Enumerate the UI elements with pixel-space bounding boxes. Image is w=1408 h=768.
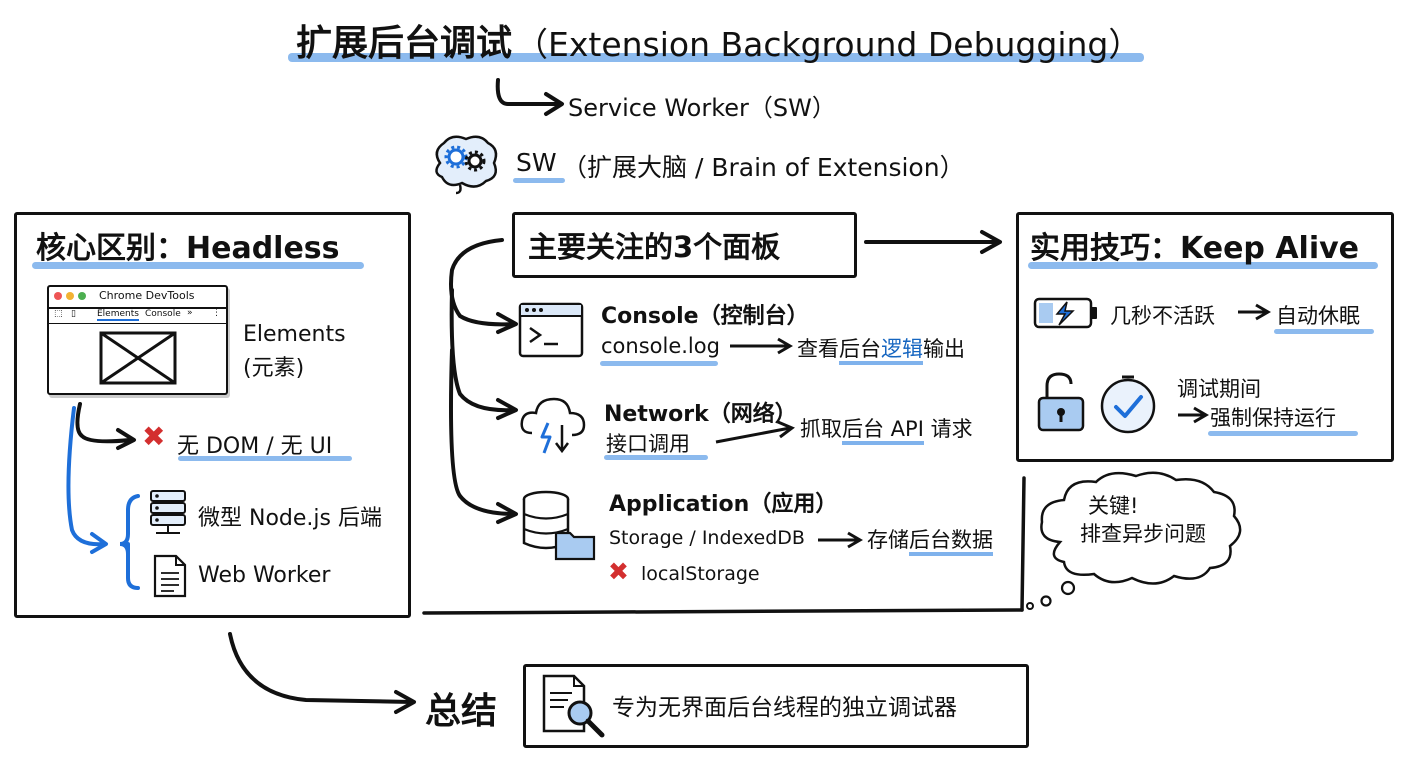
network-desc-a: 抓取 bbox=[800, 417, 842, 441]
service-worker-arrow bbox=[495, 78, 564, 116]
thought-cloud bbox=[1026, 471, 1242, 610]
console-desc-a: 查看 bbox=[797, 337, 839, 361]
keep-arrow bbox=[1178, 406, 1209, 424]
console-arrow bbox=[730, 337, 793, 355]
console-title: Console（控制台） bbox=[601, 304, 809, 329]
minimize-dot-icon bbox=[66, 292, 74, 300]
local-storage-cross-icon: ✖ bbox=[608, 557, 629, 586]
close-dot-icon bbox=[54, 292, 62, 300]
document-search-icon bbox=[542, 674, 605, 738]
network-desc-c: 请求 bbox=[923, 417, 973, 441]
force-keep-label: 强制保持运行 bbox=[1210, 406, 1336, 430]
web-worker-label: Web Worker bbox=[198, 563, 331, 588]
application-arrow bbox=[818, 531, 863, 549]
panels-title: 主要关注的3个面板 bbox=[528, 230, 781, 264]
no-dom-label: 无 DOM / 无 UI bbox=[177, 434, 333, 459]
summary-box bbox=[523, 664, 1029, 748]
inactive-arrow bbox=[1238, 303, 1271, 321]
network-arrow bbox=[715, 420, 795, 444]
local-storage-label: localStorage bbox=[641, 563, 760, 585]
elements-cn-label: (元素) bbox=[243, 356, 305, 381]
terminal-icon bbox=[518, 302, 584, 358]
cloud-line1: 关键! bbox=[1088, 494, 1139, 518]
cloud-network-icon bbox=[520, 397, 586, 454]
maximize-dot-icon bbox=[78, 292, 86, 300]
clock-check-icon bbox=[1100, 375, 1156, 434]
console-desc: 查看后台逻辑输出 bbox=[797, 333, 965, 365]
brain-gear-icon bbox=[435, 135, 498, 195]
summary-arrow bbox=[228, 632, 416, 714]
micro-node-label: 微型 Node.js 后端 bbox=[198, 506, 382, 531]
page-title-cn: 扩展后台调试 bbox=[296, 23, 513, 64]
application-storage: Storage / IndexedDB bbox=[609, 527, 805, 549]
device-icon: ▯ bbox=[71, 309, 76, 319]
console-desc-c: 逻辑 bbox=[881, 337, 923, 365]
panels-title-box bbox=[512, 212, 857, 278]
kebab-menu-icon[interactable]: ⋮ bbox=[212, 308, 221, 318]
summary-label: 总结 bbox=[425, 691, 498, 732]
application-desc: 存储后台数据 bbox=[867, 524, 993, 556]
empty-panel-cross-icon bbox=[99, 331, 177, 385]
headless-panel bbox=[14, 212, 411, 618]
elements-label: Elements bbox=[243, 322, 346, 347]
page-title-en: （Extension Background Debugging） bbox=[515, 25, 1142, 64]
network-title: Network（网络） bbox=[604, 402, 797, 427]
sw-label: SW bbox=[516, 148, 557, 177]
console-desc-b: 后台 bbox=[839, 337, 881, 365]
network-sub: 接口调用 bbox=[606, 432, 690, 456]
sw-brain-label: （扩展大脑 / Brain of Extension） bbox=[562, 153, 965, 182]
devtools-window: Chrome DevTools ⬚ ▯ Elements Console » ⋮ bbox=[47, 285, 228, 395]
console-code: console.log bbox=[601, 334, 720, 358]
database-folder-icon bbox=[522, 490, 596, 561]
inactive-label: 几秒不活跃 bbox=[1110, 304, 1215, 328]
service-worker-label: Service Worker（SW） bbox=[568, 94, 836, 122]
document-icon bbox=[153, 554, 187, 598]
network-desc-b: 后台 API bbox=[842, 417, 924, 445]
application-desc-b: 后台数据 bbox=[909, 528, 993, 556]
tab-more[interactable]: » bbox=[187, 308, 193, 318]
keep-alive-title: 实用技巧：Keep Alive bbox=[1030, 231, 1360, 266]
brace-bottom bbox=[126, 542, 140, 590]
devtools-title: Chrome DevTools bbox=[99, 289, 195, 302]
debug-period-label: 调试期间 bbox=[1177, 377, 1261, 401]
headless-title: 核心区别：Headless bbox=[36, 231, 340, 266]
application-desc-a: 存储 bbox=[867, 528, 909, 552]
center-connectors bbox=[422, 230, 1026, 615]
console-desc-d: 输出 bbox=[923, 337, 965, 361]
battery-charging-icon bbox=[1033, 297, 1097, 329]
inspect-icon: ⬚ bbox=[54, 309, 63, 319]
keep-alive-panel bbox=[1016, 212, 1394, 462]
tab-elements[interactable]: Elements bbox=[97, 309, 139, 321]
cloud-line2: 排查异步问题 bbox=[1080, 522, 1206, 546]
network-desc: 抓取后台 API 请求 bbox=[800, 413, 973, 445]
auto-sleep-label: 自动休眠 bbox=[1276, 304, 1360, 328]
tab-console[interactable]: Console bbox=[145, 309, 181, 319]
unlock-icon bbox=[1037, 372, 1085, 432]
application-title: Application（应用） bbox=[609, 492, 838, 517]
server-stack-icon bbox=[150, 490, 186, 534]
summary-text: 专为无界面后台线程的独立调试器 bbox=[612, 695, 957, 721]
cross-icon: ✖ bbox=[142, 420, 166, 453]
